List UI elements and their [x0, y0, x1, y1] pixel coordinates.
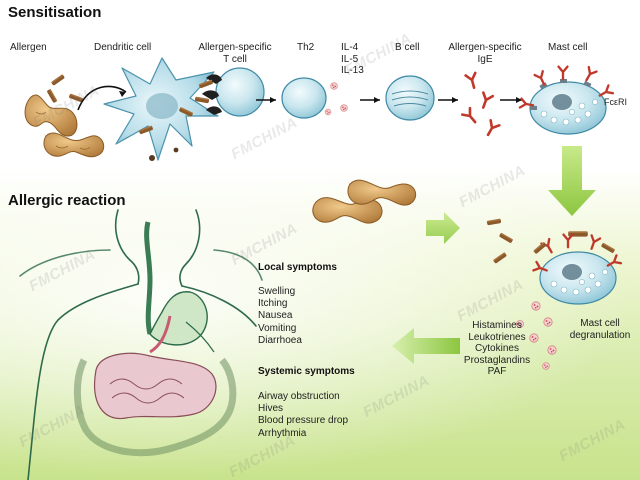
cytokine-granules-icon	[324, 82, 348, 116]
digestive-system-icon	[73, 221, 237, 457]
systemic-symptoms-title: Systemic symptoms	[258, 366, 355, 377]
arrow-sensitisation-to-reaction	[548, 146, 596, 216]
ige-antibody-icon	[461, 71, 501, 139]
label-mast-cell-degranulation: Mast cell degranulation	[569, 318, 631, 341]
b-cell-icon	[385, 75, 435, 121]
section-title-allergic-reaction: Allergic reaction	[8, 192, 126, 209]
local-symptoms-list: Swelling Itching Nausea Vomiting Diarrho…	[258, 286, 302, 346]
label-mast-cell: Mast cell	[548, 42, 588, 53]
systemic-symptoms-list: Airway obstruction Hives Blood pressure …	[258, 391, 349, 439]
label-dendritic-cell: Dendritic cell	[94, 42, 152, 53]
th2-cell-icon	[281, 77, 327, 119]
peanut-reaction-icon	[312, 179, 417, 224]
local-symptoms-title: Local symptoms	[258, 262, 337, 273]
label-allergen: Allergen	[10, 42, 47, 53]
human-body-icon	[19, 209, 263, 480]
mediator-list: Histamines Leukotrienes Cytokines Prosta…	[463, 320, 531, 377]
arrow-mediators-to-symptoms	[392, 328, 460, 364]
label-fc-receptor: FcεRI	[604, 97, 628, 107]
label-b-cell: B cell	[395, 42, 420, 53]
mast-cell-degranulation-icon	[532, 233, 623, 305]
section-title-sensitisation: Sensitisation	[8, 4, 102, 21]
label-t-cell: Allergen-specific T cell	[198, 42, 272, 65]
peanut-allergen-icon	[24, 94, 105, 158]
label-ige: Allergen-specific IgE	[448, 42, 522, 65]
arrow-allergen-to-dendritic	[77, 85, 127, 111]
dendritic-cell-icon	[103, 57, 219, 161]
arrow-peanut-to-allergen	[426, 212, 460, 244]
label-interleukins: IL-4 IL-5 IL-13	[341, 42, 364, 76]
label-th2: Th2	[297, 42, 315, 53]
mast-cell-icon	[518, 65, 615, 135]
t-cell-icon	[194, 67, 265, 117]
